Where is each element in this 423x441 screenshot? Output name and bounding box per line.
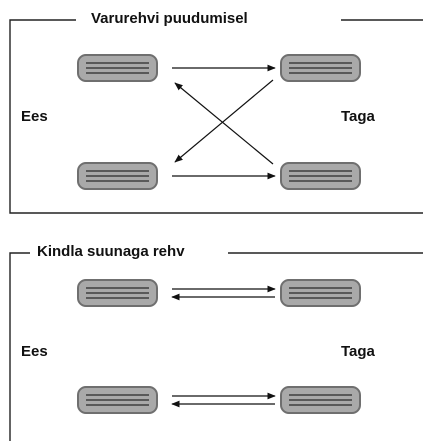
arrow-cross-rear-top-to-front-bottom-1	[174, 79, 274, 163]
section-1-title: Varurehvi puudumisel	[91, 10, 248, 27]
tire-front-right-2	[77, 386, 158, 414]
section-1-rear-label: Taga	[341, 108, 375, 125]
section-1-frame	[9, 19, 423, 214]
section-2-frame	[9, 252, 423, 441]
arrow-cross-rear-bottom-to-front-top-1	[174, 82, 274, 165]
tire-rear-left-1	[280, 54, 361, 82]
tire-front-left-1	[77, 54, 158, 82]
section-2-front-label: Ees	[21, 343, 48, 360]
tire-front-right-1	[77, 162, 158, 190]
section-2-rear-label: Taga	[341, 343, 375, 360]
tire-rear-right-1	[280, 162, 361, 190]
tire-rear-right-2	[280, 386, 361, 414]
tire-rear-left-2	[280, 279, 361, 307]
section-1-front-label: Ees	[21, 108, 48, 125]
section-2-title: Kindla suunaga rehv	[37, 243, 185, 260]
tire-front-left-2	[77, 279, 158, 307]
